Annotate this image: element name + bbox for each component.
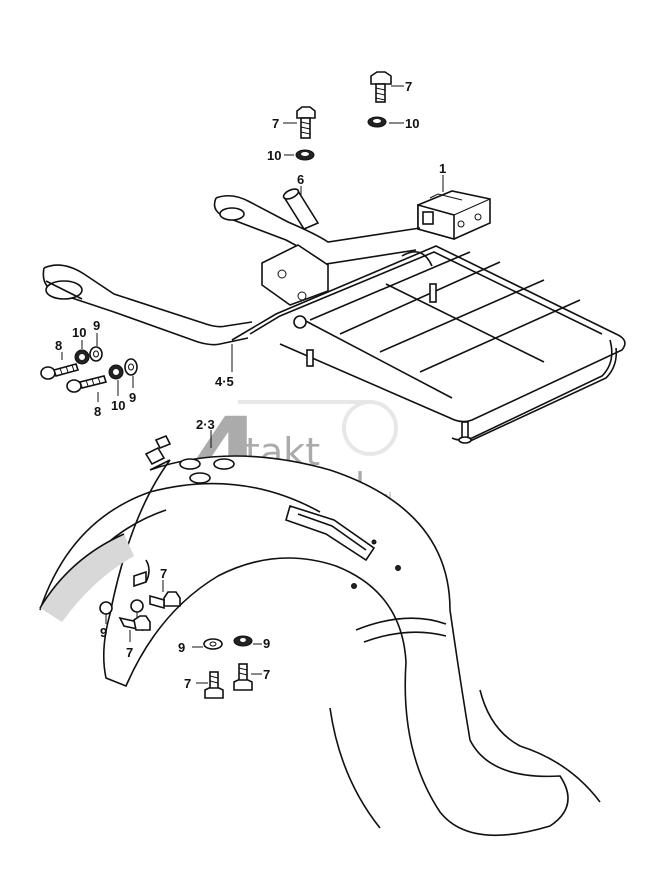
bolt-7-fender-lower: [118, 615, 151, 632]
watermark-circle: [342, 400, 398, 456]
bolt-7-fender-upper: [149, 591, 181, 610]
screw-8-lower: [66, 375, 108, 393]
screw-8-upper: [40, 363, 80, 380]
lock-washer-10-right: [367, 116, 387, 128]
bolt-7-bottom-left: [204, 671, 224, 699]
callout-7-top-right: 7: [405, 79, 412, 94]
flat-washer-9-fender-upper: [130, 599, 144, 613]
callout-10-upper: 10: [72, 325, 86, 340]
watermark-bar: [238, 400, 373, 404]
callout-10-right: 10: [405, 116, 419, 131]
callout-7-bottom-right: 7: [263, 667, 270, 682]
callout-10-left: 10: [267, 148, 281, 163]
callout-6: 6: [297, 172, 304, 187]
callout-8-upper: 8: [55, 338, 62, 353]
flat-washer-9-upper: [89, 346, 103, 362]
callout-1: 1: [439, 161, 446, 176]
callout-9-bottom-left: 9: [178, 640, 185, 655]
flat-washer-9-lower: [124, 358, 138, 376]
lock-washer-10-left: [295, 149, 315, 161]
bolt-7-top-left: [296, 106, 316, 139]
rear-fender-2-3: [39, 434, 601, 837]
rear-bracket-1: [417, 190, 491, 241]
callout-4-5: 4·5: [215, 374, 234, 389]
flat-washer-9-fender-lower: [99, 601, 113, 615]
callout-2-3: 2·3: [196, 417, 215, 432]
spacer-collar-6: [282, 188, 320, 231]
callout-7-fender-upper: 7: [160, 566, 167, 581]
callout-8-lower: 8: [94, 404, 101, 419]
callout-9-bottom-right: 9: [263, 636, 270, 651]
callout-9-upper: 9: [93, 318, 100, 333]
flat-washer-9-bottom-left: [203, 638, 223, 650]
callout-7-bottom-left: 7: [184, 676, 191, 691]
callout-9-fender-lower: 9: [100, 625, 107, 640]
callout-9-lower: 9: [129, 390, 136, 405]
callout-7-top-left: 7: [272, 116, 279, 131]
bolt-7-top-right: [370, 71, 392, 103]
callout-10-lower: 10: [111, 398, 125, 413]
bolt-7-bottom-right: [233, 663, 253, 691]
callout-7-fender-lower: 7: [126, 645, 133, 660]
rear-carrier-4-5: [42, 194, 626, 444]
